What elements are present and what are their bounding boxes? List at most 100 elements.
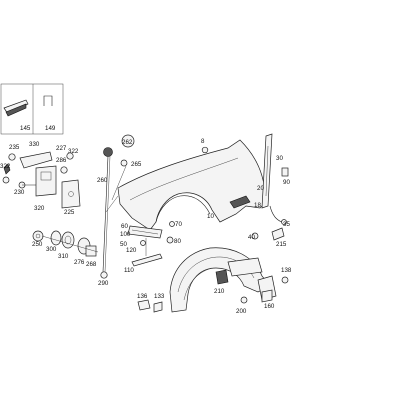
callout-210: 210 [214, 288, 225, 295]
callout-330: 330 [29, 141, 40, 148]
liner-rib-2 [183, 267, 213, 301]
callout-227: 227 [56, 145, 67, 152]
callout-260: 260 [97, 177, 108, 184]
rod-260[interactable] [102, 155, 109, 273]
side-marker[interactable] [229, 195, 251, 209]
callout-120: 120 [126, 247, 137, 254]
callout-30: 30 [276, 155, 283, 162]
callout-235: 235 [9, 144, 20, 151]
callout-10: 10 [207, 213, 214, 220]
callout-20: 20 [257, 185, 264, 192]
callout-18: 18 [254, 202, 261, 209]
callout-322b: 322 [68, 148, 79, 155]
bushing-250[interactable] [32, 230, 44, 242]
plate-hole [68, 191, 74, 197]
callout-225: 225 [64, 209, 75, 216]
wheel-arch-liner: 210 200 160 138 [169, 247, 292, 315]
inset-frame [0, 83, 64, 135]
clip-290[interactable] [100, 271, 108, 279]
callout-320: 320 [34, 205, 45, 212]
callout-145: 145 [20, 125, 31, 132]
front-fender[interactable] [117, 139, 269, 231]
nut-227[interactable] [66, 152, 74, 160]
clip-138[interactable] [281, 276, 289, 284]
clip-160[interactable] [261, 289, 273, 303]
knob-top[interactable] [103, 147, 113, 157]
trim-strip-groove [265, 145, 269, 197]
ring-310[interactable] [61, 231, 75, 249]
leader-265 [111, 165, 127, 201]
callout-290: 290 [98, 280, 109, 287]
liner-flap[interactable] [227, 257, 263, 277]
screw-70[interactable] [169, 221, 175, 227]
grommet-300[interactable] [50, 230, 62, 246]
clip-136[interactable] [137, 299, 151, 311]
callout-50: 50 [120, 241, 127, 248]
lower-bracket: 60 100 70 50 80 120 110 [120, 221, 182, 274]
bushing-250-bore [35, 233, 41, 239]
callout-133: 133 [154, 293, 165, 300]
support-rod: 262 260 265 290 [97, 134, 142, 287]
callout-100: 100 [120, 231, 131, 238]
callout-230: 230 [14, 189, 25, 196]
plug-35[interactable] [281, 219, 287, 225]
fender-panel: 8 10 [105, 138, 269, 231]
screw-8[interactable] [201, 146, 209, 154]
pillar-trim: 30 90 20 18 35 215 40 [248, 133, 290, 248]
callout-276: 276 [74, 259, 85, 266]
callout-40: 40 [248, 234, 255, 241]
sensor-215[interactable] [271, 227, 285, 241]
leader-fender-edge [105, 195, 119, 213]
callout-90: 90 [283, 179, 290, 186]
callout-80: 80 [174, 238, 181, 245]
ring-310-bore [64, 235, 72, 245]
screw-200[interactable] [240, 296, 248, 304]
callout-250: 250 [32, 241, 43, 248]
callout-262: 262 [122, 139, 133, 146]
nut-80[interactable] [166, 236, 174, 244]
callout-265: 265 [131, 161, 142, 168]
wheel-arch [155, 195, 211, 223]
callout-215: 215 [276, 241, 287, 248]
callout-70: 70 [175, 221, 182, 228]
callout-286: 286 [56, 157, 67, 164]
bracket-100-rib [131, 229, 159, 235]
liner-bracket [215, 269, 229, 285]
callout-160: 160 [264, 303, 275, 310]
callout-35: 35 [283, 221, 290, 228]
hinge-arm[interactable] [19, 151, 53, 169]
callout-149: 149 [45, 125, 56, 132]
callout-60: 60 [121, 223, 128, 230]
fender-crease [129, 157, 239, 201]
strip-110[interactable] [131, 253, 163, 267]
limiter-chain: 250 300 310 276 268 [32, 230, 99, 268]
washer-322a[interactable] [3, 163, 11, 175]
bottom-clips: 136 133 [137, 293, 165, 313]
callout-200: 200 [236, 308, 247, 315]
knob-262-ring [121, 134, 135, 148]
callout-110: 110 [124, 267, 134, 274]
clip-90[interactable] [281, 167, 289, 177]
seal-strip-145-edge [5, 103, 27, 117]
nut-230[interactable] [2, 176, 10, 184]
assembly-axis [41, 235, 99, 253]
callout-138: 138 [281, 267, 292, 274]
grommet-40[interactable] [251, 232, 259, 240]
seal-inset: 145 149 [0, 83, 64, 135]
hinge-assembly: 235 330 322 230 320 227 322 286 225 [0, 141, 81, 216]
retainer-268[interactable] [85, 245, 97, 257]
hinge-bracket[interactable] [35, 165, 57, 197]
callout-8: 8 [201, 138, 205, 145]
seal-clip-149[interactable] [43, 95, 53, 106]
clip-133[interactable] [153, 301, 163, 313]
cable-35[interactable] [269, 205, 283, 223]
callout-300: 300 [46, 246, 57, 253]
hinge-plate-225[interactable] [61, 179, 81, 209]
callout-136: 136 [137, 293, 148, 300]
bolt-235[interactable] [8, 153, 16, 161]
callout-310: 310 [58, 253, 69, 260]
washer-286[interactable] [60, 166, 68, 174]
clip-50[interactable] [140, 240, 146, 246]
grommet-265[interactable] [120, 159, 128, 167]
